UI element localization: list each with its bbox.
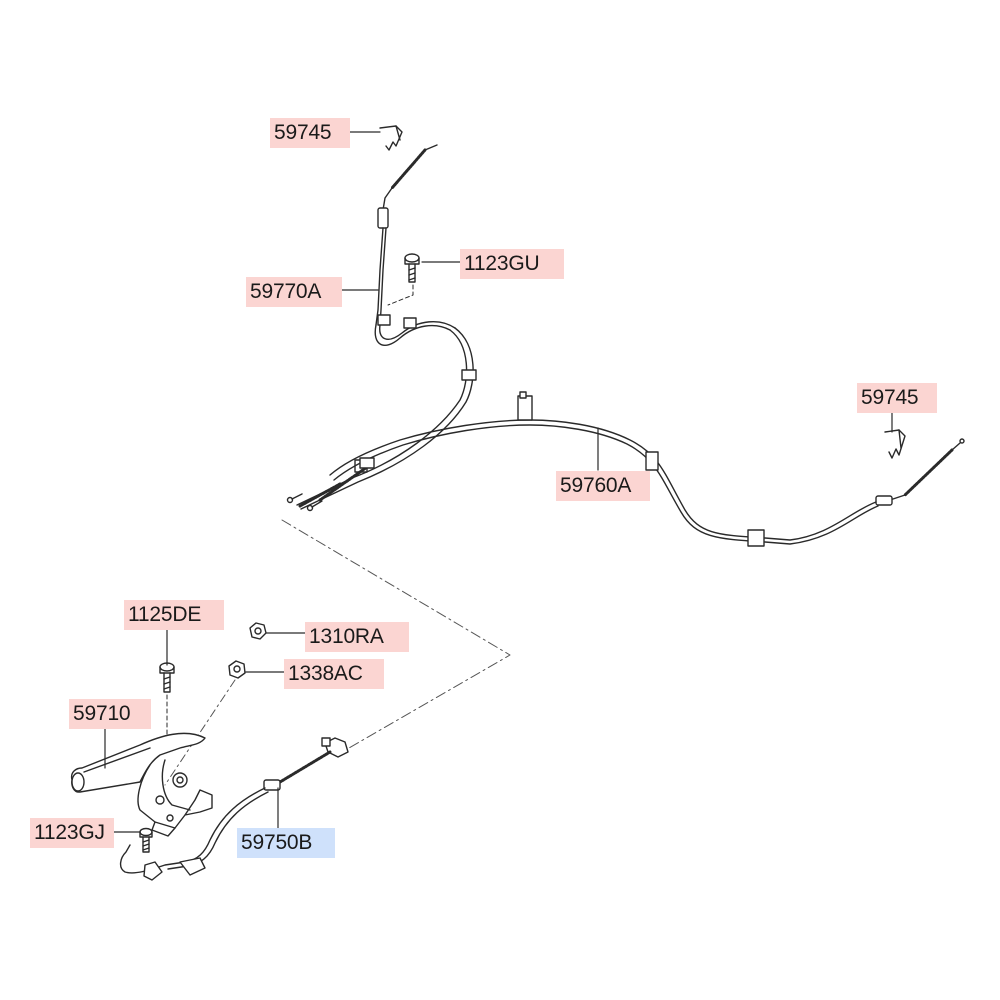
bolt-1123GJ[interactable] — [139, 827, 153, 853]
bolt-1123GU[interactable] — [387, 253, 420, 306]
assembly-reference-line — [281, 519, 511, 753]
callout-59760A[interactable]: 59760A — [556, 471, 650, 501]
nut-1310RA[interactable] — [249, 622, 267, 640]
lever-59710[interactable] — [70, 732, 213, 837]
callout-59770A[interactable]: 59770A — [246, 277, 342, 307]
callout-59750B[interactable]: 59750B — [237, 828, 335, 858]
assembly-reference-line-2 — [164, 679, 236, 786]
cable-59770A[interactable] — [286, 144, 477, 510]
clip-59745-top[interactable] — [379, 125, 403, 151]
callout-1310RA[interactable]: 1310RA — [305, 622, 409, 652]
callout-59745-top[interactable]: 59745 — [270, 118, 350, 148]
callout-1123GJ[interactable]: 1123GJ — [30, 818, 114, 848]
cable-59750B[interactable] — [119, 737, 349, 881]
callout-1123GU[interactable]: 1123GU — [460, 249, 564, 279]
nut-1338AC[interactable] — [228, 660, 246, 679]
cable-59760A[interactable] — [306, 391, 965, 547]
callout-1125DE[interactable]: 1125DE — [124, 600, 224, 630]
clip-59745-right[interactable] — [884, 429, 906, 459]
callout-59745-right[interactable]: 59745 — [857, 383, 937, 413]
callout-59710[interactable]: 59710 — [69, 699, 151, 729]
callout-1338AC[interactable]: 1338AC — [284, 659, 384, 689]
leader-lines — [104, 131, 893, 833]
bolt-1125DE[interactable] — [159, 662, 175, 736]
